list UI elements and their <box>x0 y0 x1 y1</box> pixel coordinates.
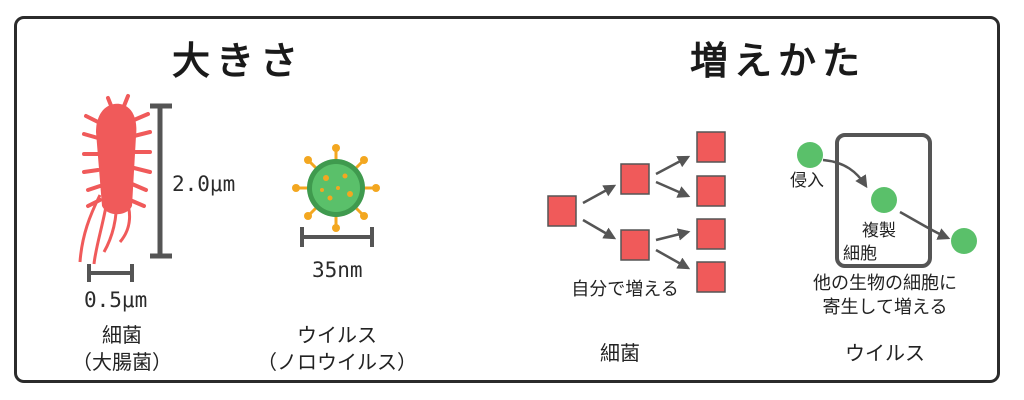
host-cell-label: 細胞 <box>843 244 877 264</box>
bacterium-cell <box>620 229 650 261</box>
virus-particle-released <box>951 228 977 254</box>
e-coli-bacterium-illustration <box>78 94 152 265</box>
bacteria-division-tree <box>547 131 726 293</box>
host-cell <box>835 133 932 268</box>
bacteria-growth-name: 細菌 <box>600 341 640 365</box>
virus-name: ウイルス <box>297 323 377 347</box>
virus-particle-inside <box>871 187 897 213</box>
virus-invade-label: 侵入 <box>790 171 824 191</box>
virus-width-label: 35nm <box>312 258 363 282</box>
bacterium-cell <box>696 218 726 250</box>
bacteria-example: （大腸菌） <box>72 350 172 374</box>
virus-replicate-label: 複製 <box>862 221 896 241</box>
diagram-frame <box>14 16 1000 383</box>
bacteria-height-scale-bar <box>150 103 172 259</box>
virus-growth-caption-line2: 寄生して増える <box>822 297 948 318</box>
growth-section-title: 増えかた <box>690 39 867 83</box>
size-section-title: 大きさ <box>172 39 305 83</box>
virus-example: （ノロウイルス） <box>257 350 417 374</box>
bacterium-cell <box>696 175 726 207</box>
bacteria-height-label: 2.0μm <box>172 172 236 196</box>
bacteria-size-caption: 細菌 （大腸菌） <box>57 322 187 376</box>
bacteria-growth-caption: 自分で増える <box>571 279 679 300</box>
virus-size-caption: ウイルス （ノロウイルス） <box>250 322 424 376</box>
bacterium-cell <box>696 261 726 293</box>
bacterium-cell <box>547 195 577 227</box>
virus-growth-caption: 他の生物の細胞に 寄生して増える <box>790 272 980 320</box>
virus-particle-outside <box>797 142 823 168</box>
virus-replication-diagram <box>797 133 977 268</box>
bacterium-cell <box>620 163 650 195</box>
norovirus-illustration <box>292 144 380 232</box>
virus-width-scale-bar <box>300 227 374 247</box>
virus-growth-caption-line1: 他の生物の細胞に <box>813 273 957 294</box>
bacteria-width-scale-bar <box>87 264 134 282</box>
bacterium-cell <box>696 131 726 163</box>
bacteria-name: 細菌 <box>102 323 142 347</box>
bacteria-width-label: 0.5μm <box>84 288 148 312</box>
virus-growth-name: ウイルス <box>845 341 925 365</box>
